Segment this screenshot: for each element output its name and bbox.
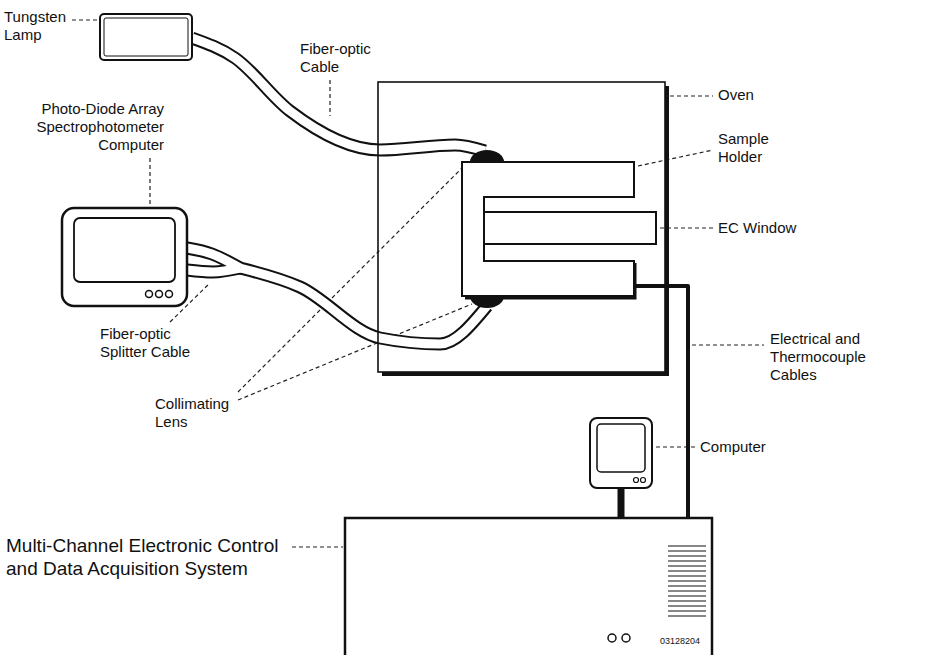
vent-line xyxy=(668,610,706,611)
cable-core xyxy=(192,38,485,151)
leader-line xyxy=(329,80,330,116)
monitor-button xyxy=(166,291,173,298)
leader-line xyxy=(638,150,713,166)
cable-label: Fiber-optic Cable xyxy=(300,40,380,76)
collimating-lens xyxy=(470,150,504,162)
vent-line xyxy=(668,605,706,606)
fiber-optic-cable xyxy=(187,248,487,344)
cable-core xyxy=(187,268,240,272)
leader-line xyxy=(670,95,713,96)
part-label: Photo-Diode Array Spectrophotometer Comp… xyxy=(22,100,164,154)
part-label: Tungsten Lamp xyxy=(4,8,66,44)
computer-monitor-outline xyxy=(590,418,652,488)
figure-number: 03128204 xyxy=(660,636,700,647)
part-label: Collimating Lens xyxy=(155,395,229,431)
part-label: Computer xyxy=(700,438,766,456)
window-pane xyxy=(484,212,656,244)
computer-monitor: Computer xyxy=(590,418,652,488)
control-system-box: Multi-Channel Electronic Control and Dat… xyxy=(345,518,712,655)
system-knob xyxy=(622,634,630,642)
ec-window: EC Window xyxy=(484,212,656,244)
lamp-box-outline xyxy=(100,14,192,60)
vent-line xyxy=(668,575,706,576)
oven-outline xyxy=(378,82,665,372)
vent-line xyxy=(668,590,706,591)
part-label: Sample Holder xyxy=(718,130,769,166)
monitor-button xyxy=(156,291,163,298)
lamp-body xyxy=(100,14,192,60)
sample-holder: Sample HolderEC Window xyxy=(462,162,634,296)
fiber-optic-cable xyxy=(192,38,485,151)
vent-line xyxy=(668,565,706,566)
computer-button xyxy=(634,478,639,483)
cable-label: Fiber-optic Splitter Cable xyxy=(100,325,204,361)
monitor-case xyxy=(62,208,187,306)
lamp-face xyxy=(104,18,188,56)
spectrophotometer-monitor-outline xyxy=(62,208,187,306)
cable-sheath xyxy=(187,268,240,272)
ec-window-outline xyxy=(484,212,656,244)
oven-shadow xyxy=(382,86,667,374)
computer-button xyxy=(641,478,646,483)
vent-line xyxy=(668,615,706,616)
monitor-button xyxy=(146,291,153,298)
leader-line xyxy=(72,19,99,20)
monitor-screen xyxy=(74,218,175,282)
vent-line xyxy=(668,595,706,596)
system-knob xyxy=(608,634,616,642)
leader-line xyxy=(149,158,150,206)
cable-sheath xyxy=(192,38,485,151)
computer-case xyxy=(590,418,652,488)
vent-line xyxy=(668,600,706,601)
cable-label: Electrical and Thermocouple Cables xyxy=(770,330,898,384)
cable-sheath xyxy=(240,268,487,344)
leader-line xyxy=(292,546,343,547)
part-label: Oven xyxy=(718,86,754,104)
monitor-stand xyxy=(621,488,622,518)
part-label: EC Window xyxy=(718,219,796,237)
oven-box: OvenSample HolderEC Window xyxy=(378,82,665,372)
computer-screen xyxy=(597,424,645,472)
lamp-box: Tungsten Lamp xyxy=(100,14,192,60)
collimating-lens xyxy=(470,296,504,308)
vent-line xyxy=(668,560,706,561)
vent-line xyxy=(668,545,706,546)
cable-core xyxy=(240,268,487,344)
system-case xyxy=(345,518,712,655)
vent-line xyxy=(668,555,706,556)
part-label: Multi-Channel Electronic Control and Dat… xyxy=(6,534,306,580)
control-system-box-outline xyxy=(345,518,712,655)
spectrophotometer-monitor: Photo-Diode Array Spectrophotometer Comp… xyxy=(62,208,187,306)
vent-line xyxy=(668,550,706,551)
stand-neck xyxy=(618,488,625,518)
cable-core xyxy=(187,248,240,268)
vent-line xyxy=(668,580,706,581)
leader-line xyxy=(692,344,764,345)
vent-line xyxy=(668,585,706,586)
vent-line xyxy=(668,570,706,571)
